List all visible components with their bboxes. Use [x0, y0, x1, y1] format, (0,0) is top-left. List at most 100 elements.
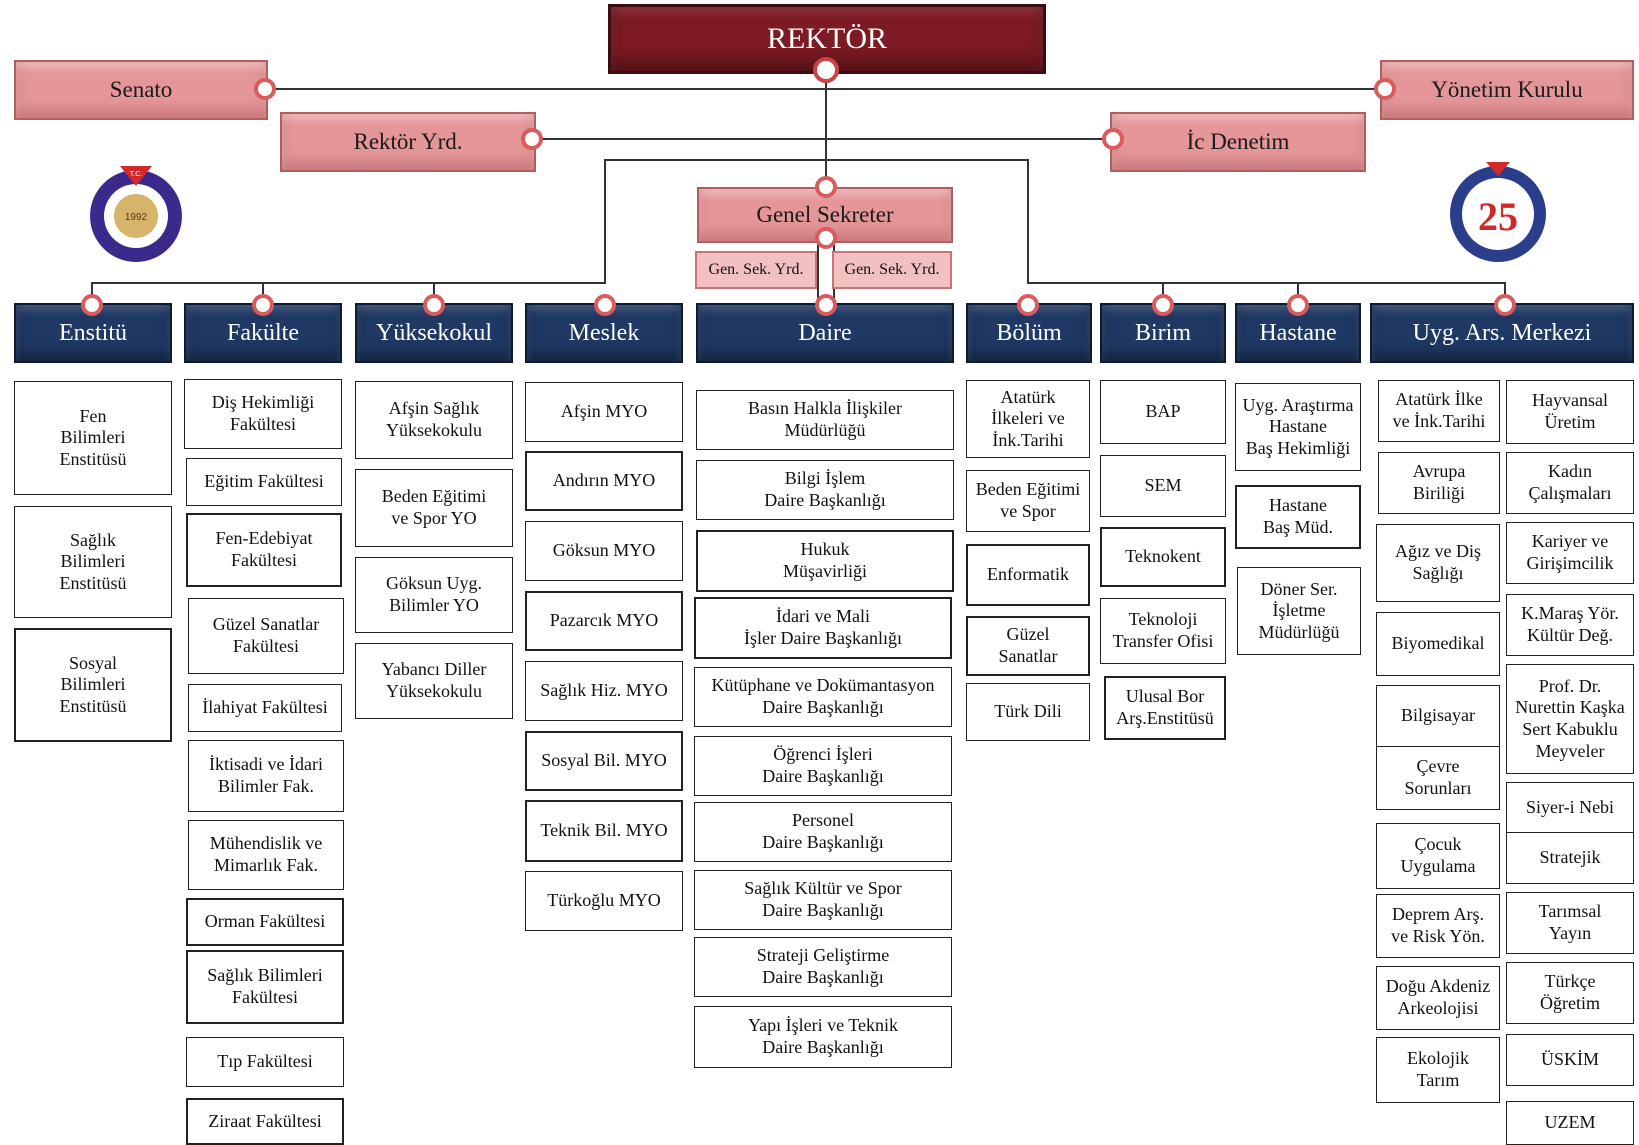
- merkez-item[interactable]: Avrupa Biriliği: [1378, 452, 1500, 514]
- daire-item[interactable]: Öğrenci İşleri Daire Başkanlığı: [694, 736, 952, 796]
- merkez-item[interactable]: Türkçe Öğretim: [1506, 962, 1634, 1024]
- daire-item[interactable]: Basın Halkla İlişkiler Müdürlüğü: [696, 390, 954, 450]
- merkez-item[interactable]: Prof. Dr. Nurettin Kaşka Sert Kabuklu Me…: [1506, 664, 1634, 774]
- merkez-item[interactable]: Çevre Sorunları: [1376, 746, 1500, 810]
- merkez-item[interactable]: Kadın Çalışmaları: [1506, 452, 1634, 514]
- daire-item[interactable]: Personel Daire Başkanlığı: [694, 802, 952, 862]
- merkez-item[interactable]: Ekolojik Tarım: [1376, 1037, 1500, 1103]
- meslek-item[interactable]: Sosyal Bil. MYO: [525, 731, 683, 791]
- header-yuksekokul[interactable]: Yüksekokul: [355, 303, 513, 363]
- seal-flag-icon: [120, 166, 152, 186]
- merkez-item[interactable]: Kariyer ve Girişimcilik: [1506, 522, 1634, 584]
- birim-item[interactable]: SEM: [1100, 455, 1226, 517]
- fakulte-item[interactable]: Orman Fakültesi: [186, 898, 344, 946]
- merkez-item[interactable]: Doğu Akdeniz Arkeolojisi: [1376, 966, 1500, 1030]
- seal-year-text: 1992: [125, 212, 148, 223]
- connector-dot: [521, 128, 543, 150]
- birim-item[interactable]: Teknoloji Transfer Ofisi: [1100, 598, 1226, 664]
- connector-dot: [815, 294, 837, 316]
- yuksekokul-item[interactable]: Afşin Sağlık Yüksekokulu: [355, 381, 513, 459]
- meslek-item[interactable]: Türkoğlu MYO: [525, 871, 683, 931]
- merkez-item[interactable]: UZEM: [1506, 1101, 1634, 1145]
- header-birim[interactable]: Birim: [1100, 303, 1226, 363]
- merkez-item[interactable]: Bilgisayar: [1376, 685, 1500, 747]
- header-hastane[interactable]: Hastane: [1235, 303, 1361, 363]
- fakulte-item[interactable]: İlahiyat Fakültesi: [188, 684, 342, 732]
- birim-item[interactable]: BAP: [1100, 380, 1226, 444]
- fakulte-item[interactable]: Diş Hekimliği Fakültesi: [184, 379, 342, 449]
- header-uyg-ars-merkezi[interactable]: Uyg. Ars. Merkezi: [1370, 303, 1634, 363]
- connector-dot: [815, 227, 837, 249]
- daire-item[interactable]: Hukuk Müşavirliği: [696, 530, 954, 592]
- bolum-item[interactable]: Enformatik: [966, 544, 1090, 606]
- yuksekokul-item[interactable]: Yabancı Diller Yüksekokulu: [355, 643, 513, 719]
- merkez-item[interactable]: Hayvansal Üretim: [1506, 380, 1634, 444]
- daire-item[interactable]: İdari ve Mali İşler Daire Başkanlığı: [694, 597, 952, 659]
- daire-item[interactable]: Strateji Geliştirme Daire Başkanlığı: [694, 937, 952, 997]
- gen-sek-yrd-left-box[interactable]: Gen. Sek. Yrd.: [695, 251, 817, 289]
- rektor-yrd-box[interactable]: Rektör Yrd.: [280, 112, 536, 172]
- birim-item[interactable]: Teknokent: [1100, 527, 1226, 587]
- merkez-item[interactable]: K.Maraş Yör. Kültür Değ.: [1506, 594, 1634, 656]
- merkez-item[interactable]: Atatürk İlke ve İnk.Tarihi: [1378, 380, 1500, 442]
- connector-bolum-branch: [826, 159, 1506, 300]
- bolum-item[interactable]: Atatürk İlkeleri ve İnk.Tarihi: [966, 380, 1090, 458]
- enstitu-item[interactable]: Fen Bilimleri Enstitüsü: [14, 381, 172, 495]
- connector-dot: [423, 294, 445, 316]
- connector-dot: [81, 294, 103, 316]
- birim-item[interactable]: Ulusal Bor Arş.Enstitüsü: [1104, 676, 1226, 740]
- meslek-item[interactable]: Andırın MYO: [525, 451, 683, 511]
- daire-item[interactable]: Sağlık Kültür ve Spor Daire Başkanlığı: [694, 870, 952, 930]
- fakulte-item[interactable]: İktisadi ve İdari Bilimler Fak.: [188, 740, 344, 812]
- senato-box[interactable]: Senato: [14, 60, 268, 120]
- fakulte-item[interactable]: Güzel Sanatlar Fakültesi: [188, 598, 344, 674]
- hastane-item[interactable]: Hastane Baş Müd.: [1235, 485, 1361, 549]
- yuksekokul-item[interactable]: Göksun Uyg. Bilimler YO: [355, 557, 513, 633]
- bolum-item[interactable]: Güzel Sanatlar: [966, 616, 1090, 676]
- meslek-item[interactable]: Pazarcık MYO: [525, 591, 683, 651]
- connector-dot: [1494, 294, 1516, 316]
- fakulte-item[interactable]: Sağlık Bilimleri Fakültesi: [186, 950, 344, 1024]
- merkez-item[interactable]: Tarımsal Yayın: [1506, 892, 1634, 954]
- fakulte-item[interactable]: Tıp Fakültesi: [186, 1037, 344, 1087]
- ic-denetim-box[interactable]: İc Denetim: [1110, 112, 1366, 172]
- bolum-item[interactable]: Beden Eğitimi ve Spor: [966, 470, 1090, 532]
- gen-sek-yrd-right-box[interactable]: Gen. Sek. Yrd.: [832, 251, 952, 289]
- connector-dot: [813, 57, 839, 83]
- connector-dot: [1102, 128, 1124, 150]
- merkez-item[interactable]: Çocuk Uygulama: [1376, 823, 1500, 889]
- merkez-item[interactable]: Stratejik: [1506, 832, 1634, 884]
- fakulte-item[interactable]: Mühendislik ve Mimarlık Fak.: [188, 820, 344, 890]
- anniversary-flag-icon: [1486, 162, 1510, 176]
- meslek-item[interactable]: Sağlık Hiz. MYO: [525, 661, 683, 721]
- merkez-item[interactable]: Biyomedikal: [1376, 612, 1500, 676]
- daire-item[interactable]: Bilgi İşlem Daire Başkanlığı: [696, 460, 954, 520]
- daire-item[interactable]: Kütüphane ve Dokümantasyon Daire Başkanl…: [694, 667, 952, 727]
- fakulte-item[interactable]: Ziraat Fakültesi: [186, 1098, 344, 1145]
- meslek-item[interactable]: Göksun MYO: [525, 521, 683, 581]
- connector-dot: [1017, 294, 1039, 316]
- merkez-item[interactable]: Ağız ve Diş Sağlığı: [1376, 524, 1500, 602]
- connector-dot: [254, 78, 276, 100]
- hastane-item[interactable]: Döner Ser. İşletme Müdürlüğü: [1237, 567, 1361, 655]
- yuksekokul-item[interactable]: Beden Eğitimi ve Spor YO: [355, 469, 513, 547]
- daire-item[interactable]: Yapı İşleri ve Teknik Daire Başkanlığı: [694, 1006, 952, 1068]
- bolum-item[interactable]: Türk Dili: [966, 683, 1090, 741]
- fakulte-item[interactable]: Fen-Edebiyat Fakültesi: [186, 513, 342, 587]
- hastane-item[interactable]: Uyg. Araştırma Hastane Baş Hekimliği: [1235, 383, 1361, 471]
- connector-dot: [1287, 294, 1309, 316]
- yonetim-kurulu-box[interactable]: Yönetim Kurulu: [1380, 60, 1634, 120]
- merkez-item[interactable]: ÜSKİM: [1506, 1034, 1634, 1086]
- merkez-item[interactable]: Deprem Arş. ve Risk Yön.: [1376, 894, 1500, 958]
- connector-dot: [815, 176, 837, 198]
- meslek-item[interactable]: Teknik Bil. MYO: [525, 800, 683, 862]
- university-seal-logo: T.C. 1992: [90, 166, 182, 262]
- enstitu-item[interactable]: Sosyal Bilimleri Enstitüsü: [14, 628, 172, 742]
- merkez-item[interactable]: Siyer-i Nebi: [1506, 782, 1634, 834]
- meslek-item[interactable]: Afşin MYO: [525, 382, 683, 442]
- fakulte-item[interactable]: Eğitim Fakültesi: [186, 458, 342, 506]
- seal-center: [114, 194, 158, 238]
- enstitu-item[interactable]: Sağlık Bilimleri Enstitüsü: [14, 506, 172, 618]
